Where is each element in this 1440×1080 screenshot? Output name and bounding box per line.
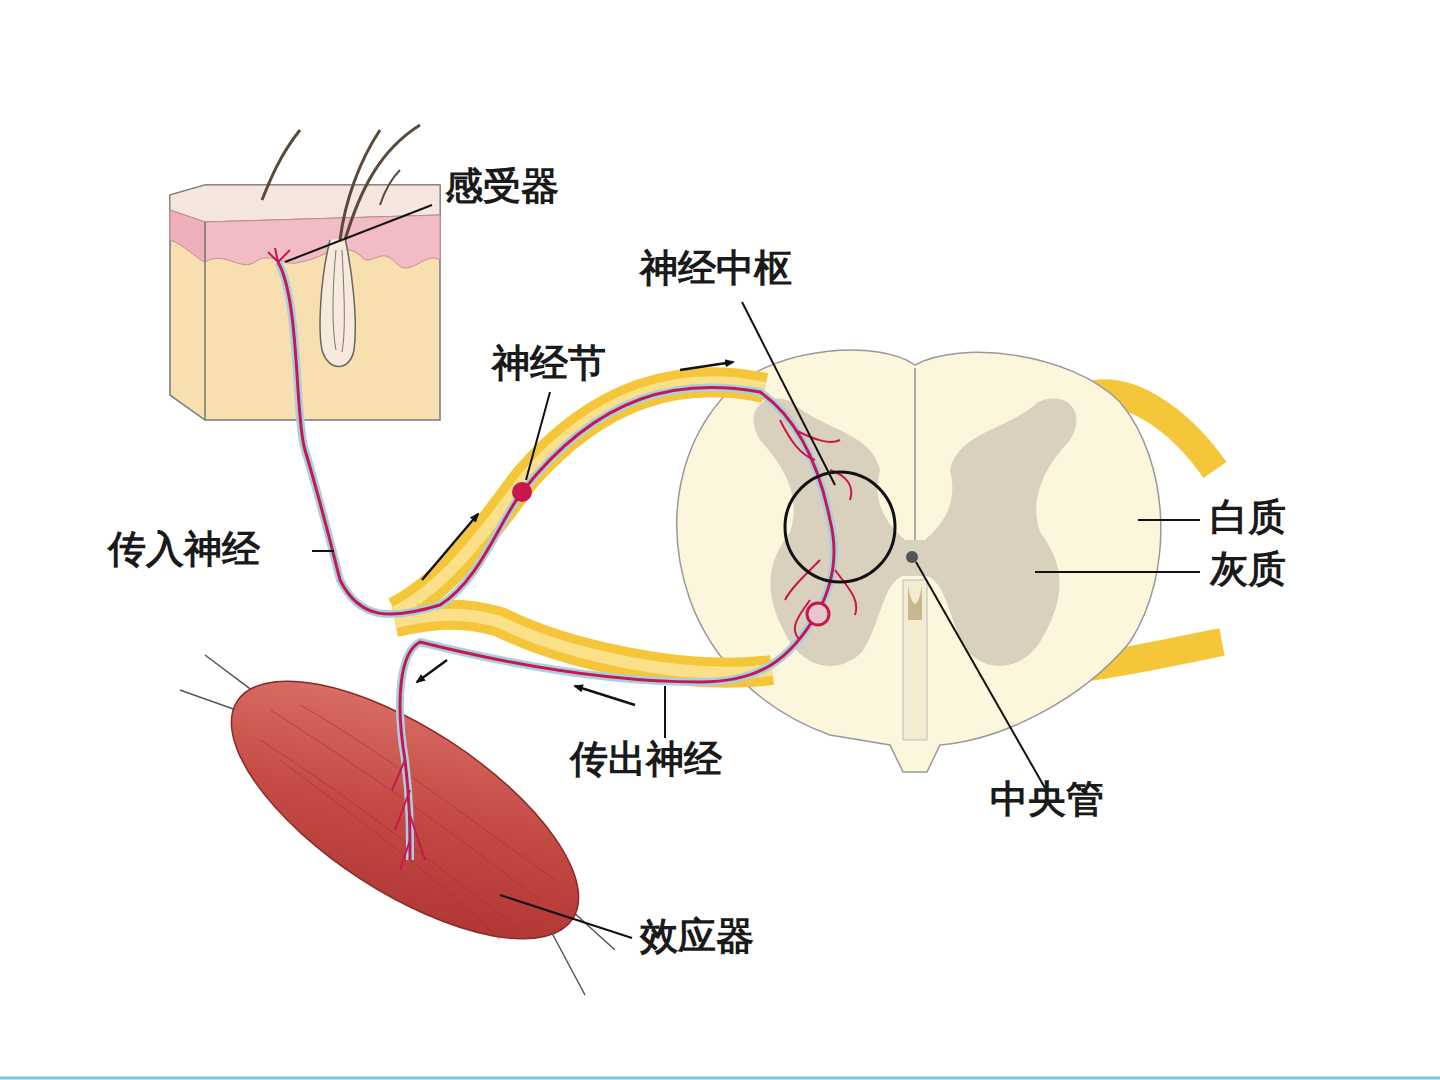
leader-lines	[285, 205, 1200, 938]
part-label: 神经中枢	[640, 248, 792, 290]
part-label: 感受器	[445, 166, 559, 208]
direction-arrows	[417, 362, 733, 705]
part-label: 效应器	[640, 916, 754, 958]
part-label: 白质	[1210, 497, 1286, 539]
part-label: 中央管	[990, 779, 1104, 821]
part-label: 传出神经	[570, 739, 722, 781]
spinal-cord	[677, 350, 1222, 772]
bottom-rule	[0, 1077, 1440, 1080]
neurons	[268, 248, 856, 870]
part-label: 灰质	[1210, 549, 1286, 591]
skin-block	[170, 125, 440, 420]
center-circle	[785, 472, 895, 582]
part-label: 神经节	[492, 343, 606, 385]
part-label: 传入神经	[108, 529, 260, 571]
